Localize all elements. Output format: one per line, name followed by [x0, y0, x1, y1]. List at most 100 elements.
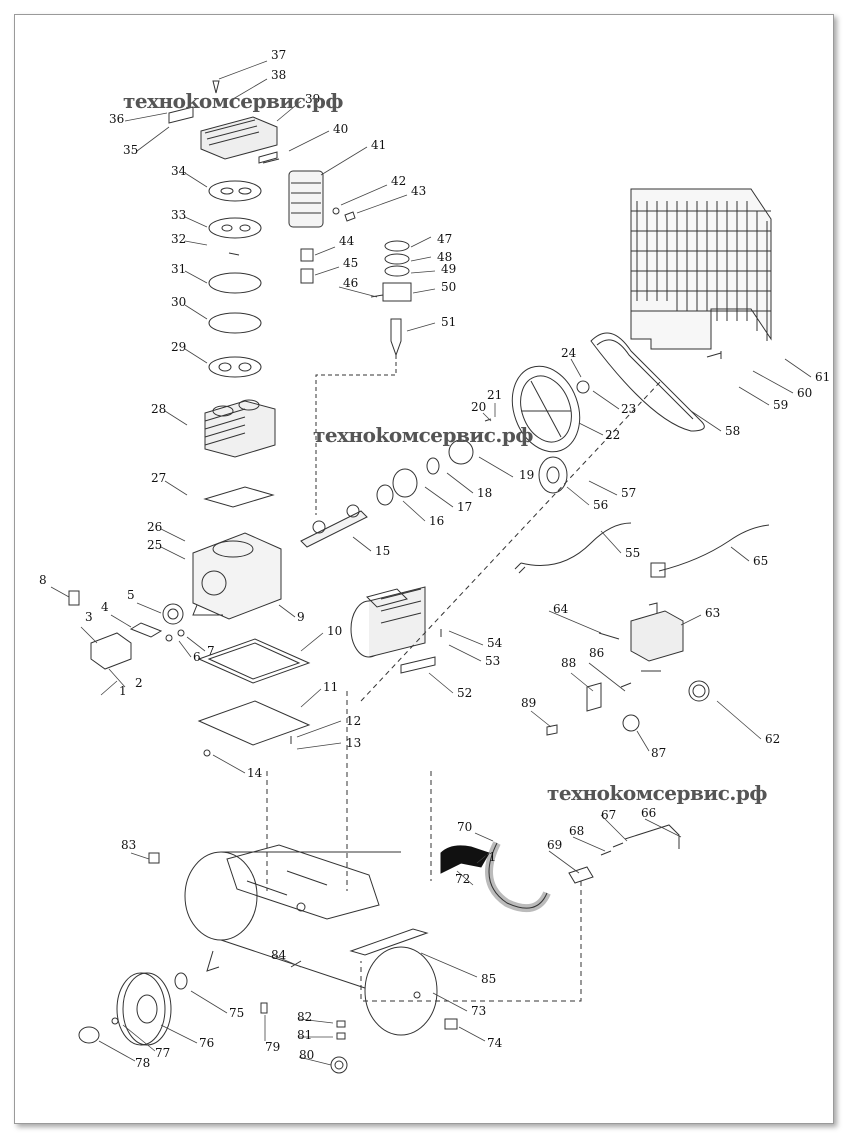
part-number-24: 24 [561, 346, 577, 360]
leader-line-44 [314, 246, 336, 256]
leader-line-82 [298, 1018, 334, 1024]
leader-line-16 [402, 500, 426, 522]
leader-line-63 [680, 614, 702, 626]
part-number-33: 33 [171, 208, 186, 222]
leader-line-50 [412, 288, 436, 294]
part-number-67: 67 [601, 808, 616, 822]
leader-line-31 [184, 270, 208, 284]
leader-line-49 [410, 270, 436, 274]
part-number-32: 32 [171, 232, 186, 246]
leader-line-12 [296, 720, 342, 738]
leader-line-47 [410, 236, 432, 248]
leader-line-76 [160, 1024, 198, 1044]
part-number-44: 44 [339, 234, 355, 248]
part-number-65: 65 [753, 554, 768, 568]
piston-group [315, 240, 412, 515]
leader-line-85 [420, 952, 478, 978]
leader-line-27 [164, 480, 188, 496]
leader-line-4 [110, 614, 132, 628]
drain-group [148, 852, 348, 1074]
leader-line-41 [320, 146, 368, 176]
part-number-83: 83 [121, 838, 136, 852]
leader-line-88 [570, 672, 594, 692]
part-number-19: 19 [519, 468, 534, 482]
leader-line-46 [338, 286, 378, 298]
part-number-20: 20 [471, 400, 486, 414]
part-number-80: 80 [299, 1048, 314, 1062]
part-number-37: 37 [271, 48, 286, 62]
part-number-70: 70 [457, 820, 472, 834]
leader-line-25 [160, 546, 186, 560]
leader-line-78 [98, 1040, 136, 1062]
leader-line-89 [530, 710, 552, 728]
part-number-50: 50 [441, 280, 456, 294]
part-number-2: 2 [135, 676, 143, 690]
part-number-6: 6 [193, 650, 201, 664]
leader-line-28 [164, 410, 188, 426]
part-number-74: 74 [487, 1036, 503, 1050]
leader-line-10 [300, 632, 324, 652]
leader-line-65 [730, 546, 750, 562]
part-number-45: 45 [343, 256, 358, 270]
leader-line-20 [482, 412, 492, 422]
leader-line-87 [636, 730, 650, 752]
watermark-3: техноkомсервис.рф [547, 781, 767, 805]
leader-line-2 [108, 668, 126, 688]
part-number-15: 15 [375, 544, 390, 558]
watermark-1: техноkомсервис.рф [123, 89, 343, 113]
leader-line-33 [184, 216, 208, 228]
part-number-59: 59 [773, 398, 788, 412]
leader-line-24 [570, 358, 582, 378]
part-number-41: 41 [371, 138, 386, 152]
leader-line-35 [136, 126, 170, 152]
part-number-17: 17 [457, 500, 472, 514]
part-number-71: 71 [481, 850, 496, 864]
part-number-42: 42 [391, 174, 406, 188]
part-number-60: 60 [797, 386, 812, 400]
cables [514, 522, 770, 578]
part-number-12: 12 [346, 714, 361, 728]
part-number-77: 77 [155, 1046, 170, 1060]
leader-line-38 [232, 78, 268, 100]
leader-line-3 [80, 626, 98, 644]
part-number-10: 10 [327, 624, 342, 638]
assembly-lines [266, 380, 662, 1002]
part-number-46: 46 [343, 276, 358, 290]
part-number-89: 89 [521, 696, 536, 710]
part-number-36: 36 [109, 112, 124, 126]
watermark-2: техноkомсервис.рф [313, 423, 533, 447]
part-number-66: 66 [641, 806, 656, 820]
leader-line-69 [548, 850, 580, 874]
part-number-85: 85 [481, 972, 496, 986]
leader-line-30 [184, 304, 208, 320]
leader-line-15 [352, 536, 372, 552]
leader-line-58 [690, 410, 722, 432]
leader-line-1 [100, 680, 118, 696]
leader-line-84 [272, 954, 302, 968]
part-number-58: 58 [725, 424, 740, 438]
part-number-48: 48 [437, 250, 452, 264]
part-number-27: 27 [151, 471, 166, 485]
leader-line-73 [432, 992, 468, 1012]
leader-line-5 [136, 602, 162, 614]
part-number-7: 7 [207, 644, 215, 658]
leader-line-77 [122, 1024, 156, 1052]
exploded-parts-diagram: 1234567891011121314151617181920212223242… [39, 48, 830, 1074]
leader-line-26 [160, 528, 186, 542]
leader-line-22 [578, 422, 604, 436]
leader-line-45 [314, 266, 340, 276]
part-number-68: 68 [569, 824, 584, 838]
crankcase [68, 532, 282, 670]
leader-line-32 [184, 240, 208, 246]
leader-line-64 [548, 610, 602, 634]
leader-line-48 [410, 256, 432, 262]
leader-line-66 [644, 818, 682, 838]
part-number-11: 11 [323, 680, 338, 694]
motor [350, 586, 442, 674]
part-number-75: 75 [229, 1006, 244, 1020]
leader-line-75 [190, 990, 228, 1014]
leader-line-6 [178, 640, 192, 658]
leader-line-61 [784, 358, 812, 378]
leader-line-14 [212, 754, 246, 774]
